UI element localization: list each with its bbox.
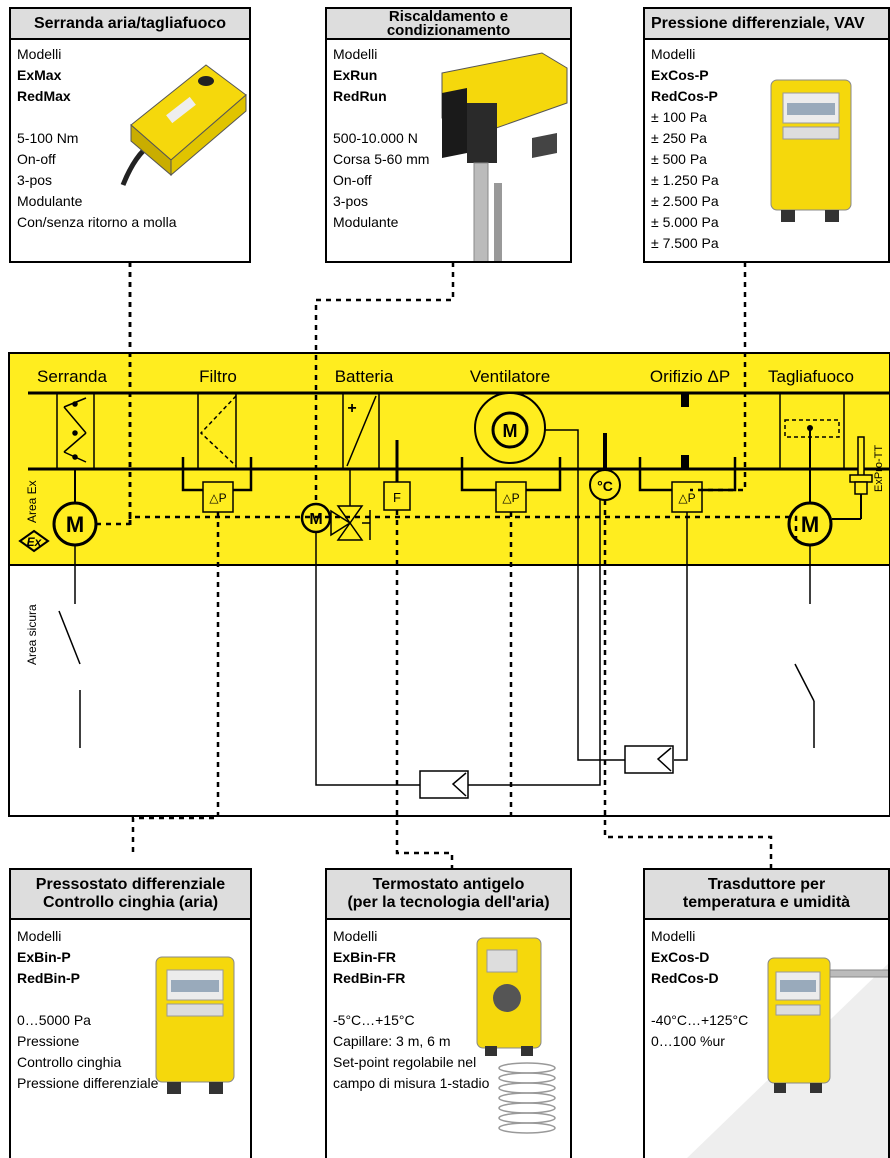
switch-box-title-2: Controllo cinghia (aria) bbox=[43, 894, 218, 912]
heating-model-1: ExRun bbox=[333, 65, 429, 86]
ex-area bbox=[9, 353, 890, 565]
frost-box-title-1: Termostato antigelo bbox=[373, 876, 525, 894]
pressure-spec: ± 2.500 Pa bbox=[651, 191, 719, 212]
heating-spec: Corsa 5-60 mm bbox=[333, 149, 429, 170]
pressure-models-label: Modelli bbox=[651, 44, 719, 65]
switch-model-1: ExBin-P bbox=[17, 947, 158, 968]
damper-actuator-photo bbox=[111, 45, 251, 195]
controller-2 bbox=[625, 746, 673, 773]
section-label-coil: Batteria bbox=[335, 367, 394, 386]
area-safe-label: Area sicura bbox=[25, 604, 39, 665]
pressure-switch-box: Pressostato differenziale Controllo cing… bbox=[9, 868, 252, 1158]
pressure-spec: ± 1.250 Pa bbox=[651, 170, 719, 191]
frost-model-2: RedBin-FR bbox=[333, 968, 489, 989]
orifice-plate-bottom bbox=[681, 455, 689, 469]
orifice-plate-top bbox=[681, 393, 689, 407]
coil-plus-label: + bbox=[347, 400, 356, 417]
pressure-box-body: Modelli ExCos-P RedCos-P ± 100 Pa ± 250 … bbox=[651, 44, 719, 254]
pressure-sensor-box: Pressione differenziale, VAV Modelli ExC… bbox=[643, 7, 890, 263]
controller-1 bbox=[420, 771, 468, 798]
heating-spec: 500-10.000 N bbox=[333, 128, 429, 149]
frost-box-title-2: (per la tecnologia dell'aria) bbox=[347, 894, 549, 912]
pressure-spec: ± 5.000 Pa bbox=[651, 212, 719, 233]
frost-thermostat-box: Termostato antigelo (per la tecnologia d… bbox=[325, 868, 572, 1158]
pressure-box-title: Pressione differenziale, VAV bbox=[645, 9, 888, 40]
frost-label: F bbox=[393, 490, 401, 505]
section-label-fan: Ventilatore bbox=[470, 367, 550, 386]
heating-box-title: Riscaldamento e condizionamento bbox=[327, 9, 570, 40]
transducer-box-title-1: Trasduttore per bbox=[708, 876, 825, 894]
transducer-photo bbox=[760, 950, 890, 1100]
transducer-model-2: RedCos-D bbox=[651, 968, 748, 989]
frost-spec: -5°C…+15°C bbox=[333, 1010, 489, 1031]
orifice-dp-label: △P bbox=[678, 491, 695, 505]
switch-spec: Pressione differenziale bbox=[17, 1073, 158, 1094]
switch-box-title: Pressostato differenziale Controllo cing… bbox=[11, 870, 250, 920]
heating-model-2: RedRun bbox=[333, 86, 429, 107]
heating-spec: 3-pos bbox=[333, 191, 429, 212]
transducer-box-body: Modelli ExCos-D RedCos-D -40°C…+125°C 0…… bbox=[651, 926, 748, 1052]
section-label-filter: Filtro bbox=[199, 367, 237, 386]
switch-box-title-1: Pressostato differenziale bbox=[36, 876, 225, 894]
expro-label: ExPro-TT bbox=[873, 445, 885, 492]
switch-model-2: RedBin-P bbox=[17, 968, 158, 989]
frost-spec: campo di misura 1-stadio bbox=[333, 1073, 489, 1094]
pressure-model-1: ExCos-P bbox=[651, 65, 719, 86]
transducer-box-title-2: temperatura e umidità bbox=[683, 894, 850, 912]
frost-box-title: Termostato antigelo (per la tecnologia d… bbox=[327, 870, 570, 920]
pressure-spec: ± 100 Pa bbox=[651, 107, 719, 128]
transducer-models-label: Modelli bbox=[651, 926, 748, 947]
frost-model-1: ExBin-FR bbox=[333, 947, 489, 968]
frost-spec: Set-point regolabile nel bbox=[333, 1052, 489, 1073]
frost-thermostat-photo bbox=[467, 928, 567, 1148]
filter-dp-label: △P bbox=[209, 491, 226, 505]
fan-motor-label: M bbox=[503, 421, 518, 441]
firedamper-motor-label: M bbox=[801, 512, 819, 537]
linear-actuator-photo bbox=[432, 43, 572, 263]
valve-motor-label: M bbox=[309, 511, 322, 528]
pressure-switch-photo bbox=[151, 952, 241, 1102]
switch-spec: 0…5000 Pa bbox=[17, 1010, 158, 1031]
section-label-orifice: Orifizio ΔP bbox=[650, 367, 730, 386]
switch-spec: Pressione bbox=[17, 1031, 158, 1052]
damper-box-title: Serranda aria/tagliafuoco bbox=[11, 9, 249, 40]
fan-dp-label: △P bbox=[502, 491, 519, 505]
heating-spec: On-off bbox=[333, 170, 429, 191]
switch-models-label: Modelli bbox=[17, 926, 158, 947]
transducer-model-1: ExCos-D bbox=[651, 947, 748, 968]
transducer-box: Trasduttore per temperatura e umidità Mo… bbox=[643, 868, 890, 1158]
pressure-spec: ± 500 Pa bbox=[651, 149, 719, 170]
transducer-box-title: Trasduttore per temperatura e umidità bbox=[645, 870, 888, 920]
section-label-damper: Serranda bbox=[37, 367, 107, 386]
damper-actuator-box: Serranda aria/tagliafuoco Modelli ExMax … bbox=[9, 7, 251, 263]
switch-spec: Controllo cinghia bbox=[17, 1052, 158, 1073]
pressure-transmitter-photo bbox=[763, 75, 863, 225]
transducer-spec: -40°C…+125°C bbox=[651, 1010, 748, 1031]
heating-models-label: Modelli bbox=[333, 44, 429, 65]
frost-models-label: Modelli bbox=[333, 926, 489, 947]
transducer-spec: 0…100 %ur bbox=[651, 1031, 748, 1052]
atex-logo-text: Ex bbox=[27, 535, 43, 549]
pressure-model-2: RedCos-P bbox=[651, 86, 719, 107]
switch-box-body: Modelli ExBin-P RedBin-P 0…5000 Pa Press… bbox=[17, 926, 158, 1094]
pressure-spec: ± 7.500 Pa bbox=[651, 233, 719, 254]
frost-box-body: Modelli ExBin-FR RedBin-FR -5°C…+15°C Ca… bbox=[333, 926, 489, 1094]
pressure-spec: ± 250 Pa bbox=[651, 128, 719, 149]
frost-spec: Capillare: 3 m, 6 m bbox=[333, 1031, 489, 1052]
heating-box-body: Modelli ExRun RedRun 500-10.000 N Corsa … bbox=[333, 44, 429, 233]
section-label-firedamper: Tagliafuoco bbox=[768, 367, 854, 386]
temp-sensor-label: °C bbox=[597, 478, 613, 494]
damper-spec: Con/senza ritorno a molla bbox=[17, 212, 177, 233]
heating-actuator-box: Riscaldamento e condizionamento Modelli … bbox=[325, 7, 572, 263]
damper-motor-label: M bbox=[66, 512, 84, 537]
heating-spec: Modulante bbox=[333, 212, 429, 233]
area-ex-label: Area Ex bbox=[25, 480, 39, 523]
